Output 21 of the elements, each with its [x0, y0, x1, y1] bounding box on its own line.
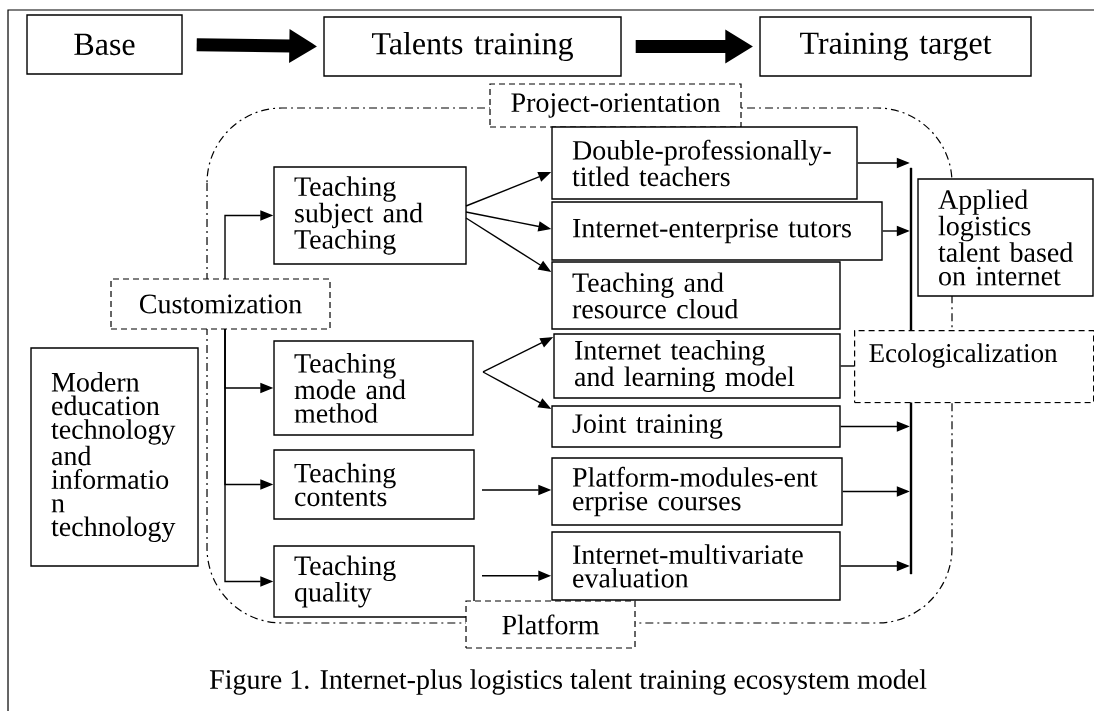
process-box: Platform-modules-ent erprise courses — [551, 457, 843, 526]
figure-caption: Figure 1. Internet-plus logistics talent training ecosystem model — [209, 669, 927, 695]
connector-line — [840, 365, 855, 367]
dashed-label-box: Project-orientation — [489, 83, 742, 128]
process-box: Applied logistics talent based on internet — [917, 178, 1094, 297]
process-box: Teaching subject and Teaching — [273, 166, 467, 265]
process-box: Teaching and resource cloud — [551, 261, 841, 330]
process-box: Teaching quality — [273, 545, 475, 618]
process-box: Teaching contents — [273, 449, 475, 520]
stage-box: Base — [26, 14, 183, 75]
dashed-label-box: Customization — [110, 278, 331, 330]
process-box: Internet teaching and learning model — [553, 333, 841, 399]
process-box: Double-professionally-titled teachers — [551, 126, 858, 200]
dashed-label-box: Ecologicalization — [854, 330, 1094, 404]
process-box: Teaching mode and method — [273, 340, 474, 436]
stage-box: Talents training — [323, 16, 622, 77]
dashed-label-box: Platform — [465, 600, 636, 649]
stage-box: Training target — [759, 16, 1032, 77]
process-box: Modern education technology and informatio n technology — [30, 347, 199, 567]
process-box: Joint training — [551, 405, 841, 448]
process-box: Internet-enterprise tutors — [551, 201, 883, 261]
